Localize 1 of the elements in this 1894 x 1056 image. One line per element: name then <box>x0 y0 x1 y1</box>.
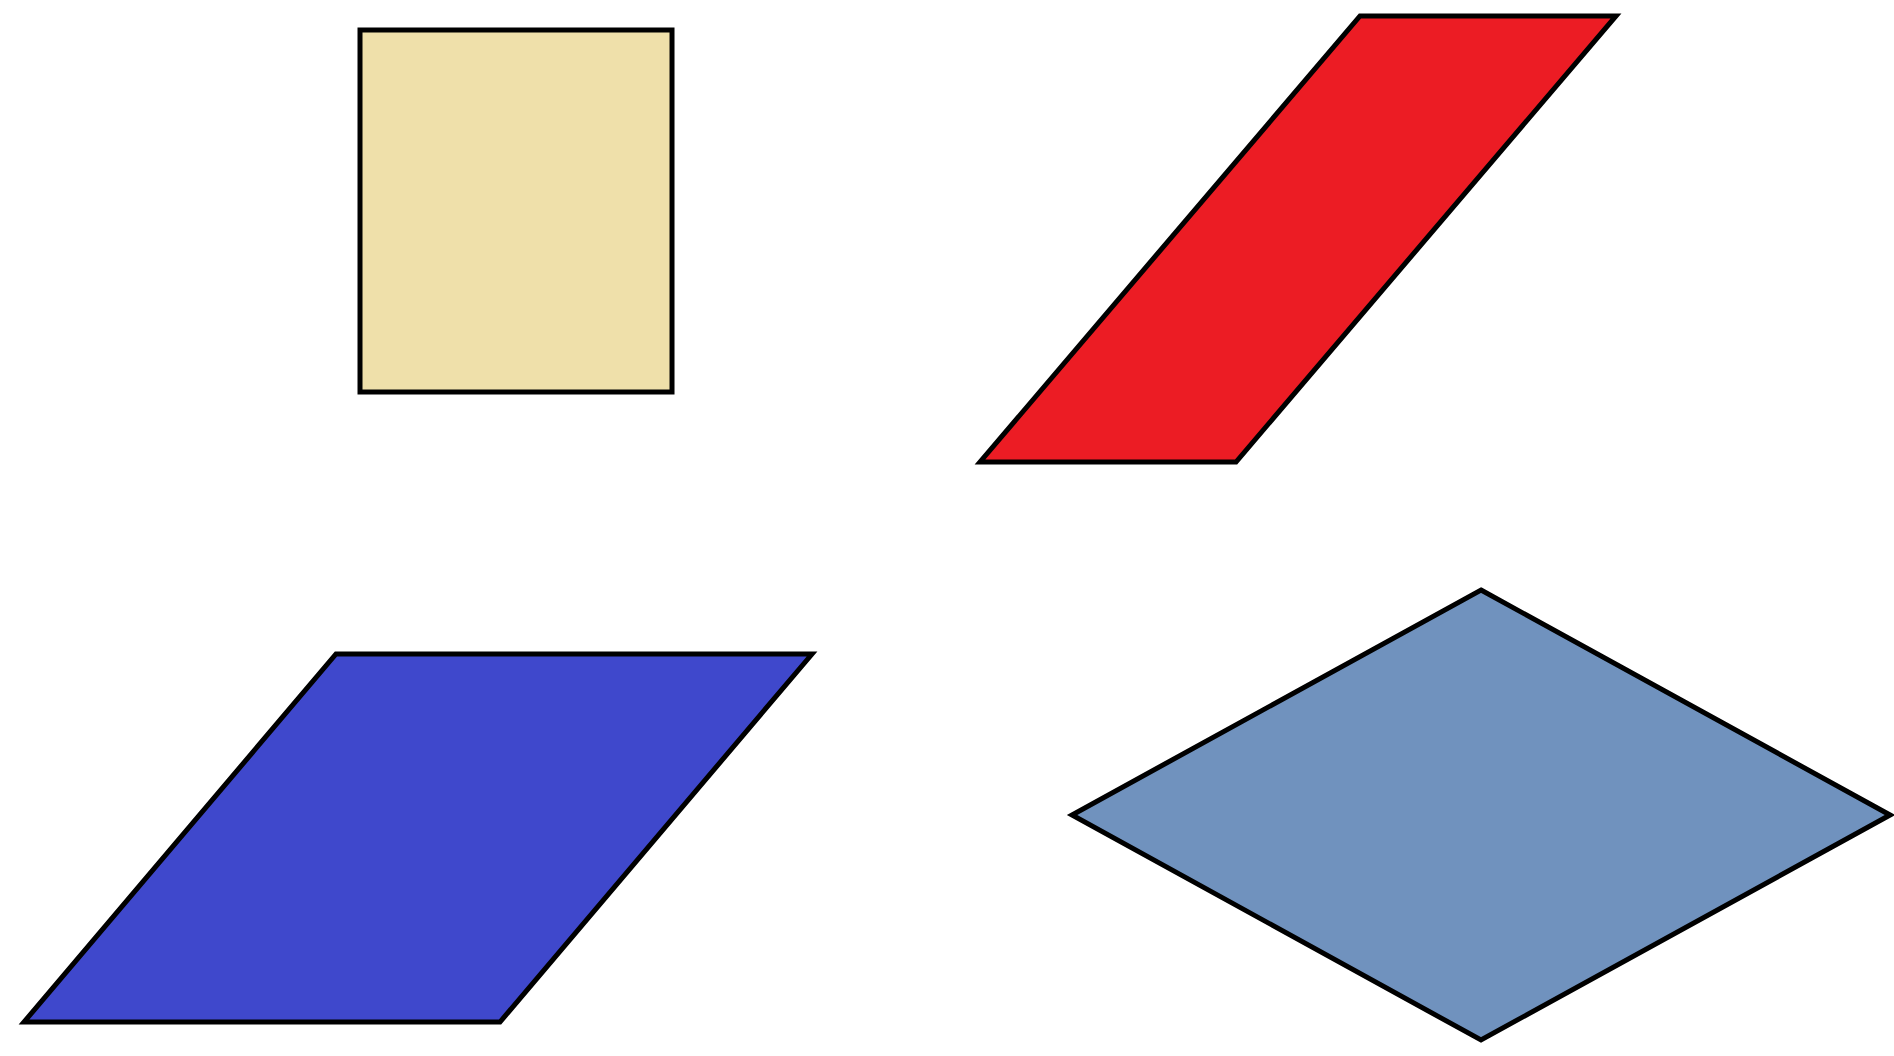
rectangle <box>357 27 675 395</box>
